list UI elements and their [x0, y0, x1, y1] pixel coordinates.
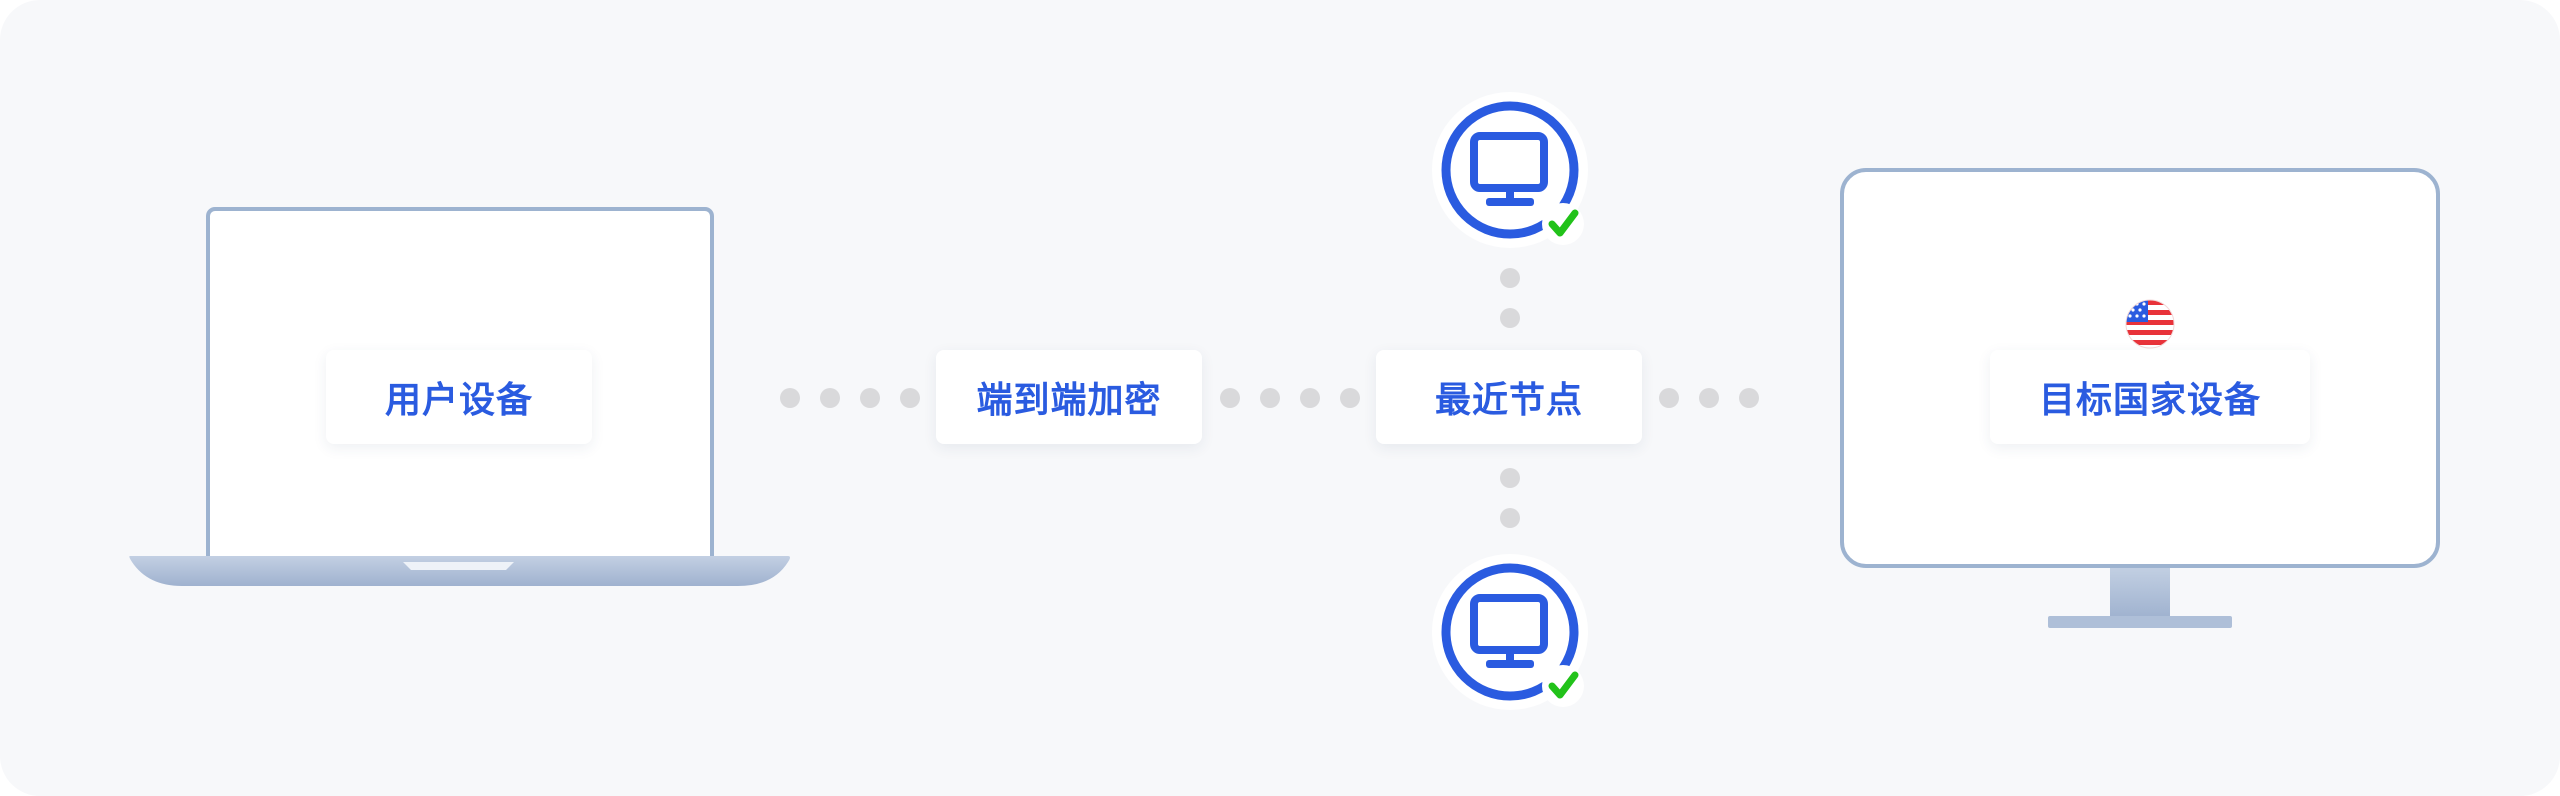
connector-dot [1500, 308, 1520, 328]
encryption-label: 端到端加密 [936, 350, 1202, 444]
target-device-label: 目标国家设备 [1990, 350, 2310, 444]
connector-dot [1500, 468, 1520, 488]
server-node-bottom [1432, 554, 1588, 710]
checkmark-icon [1542, 665, 1584, 707]
connector-dot [780, 388, 800, 408]
server-node-top [1432, 92, 1588, 248]
connector-dot [1739, 388, 1759, 408]
connector-dot [1699, 388, 1719, 408]
connector-dot [820, 388, 840, 408]
connector-dot [900, 388, 920, 408]
connector-dot [1300, 388, 1320, 408]
connector-dot [860, 388, 880, 408]
monitor-icon [1441, 101, 1579, 239]
connector-dot [1500, 508, 1520, 528]
connector-dot [1500, 268, 1520, 288]
monitor-icon [1441, 563, 1579, 701]
us-flag-icon [2125, 299, 2175, 349]
connector-dot [1340, 388, 1360, 408]
connector-dot [1659, 388, 1679, 408]
connector-dot [1220, 388, 1240, 408]
connector-dot [1260, 388, 1280, 408]
checkmark-icon [1542, 203, 1584, 245]
nearest-node-label: 最近节点 [1376, 350, 1642, 444]
user-device-label: 用户设备 [326, 350, 592, 444]
